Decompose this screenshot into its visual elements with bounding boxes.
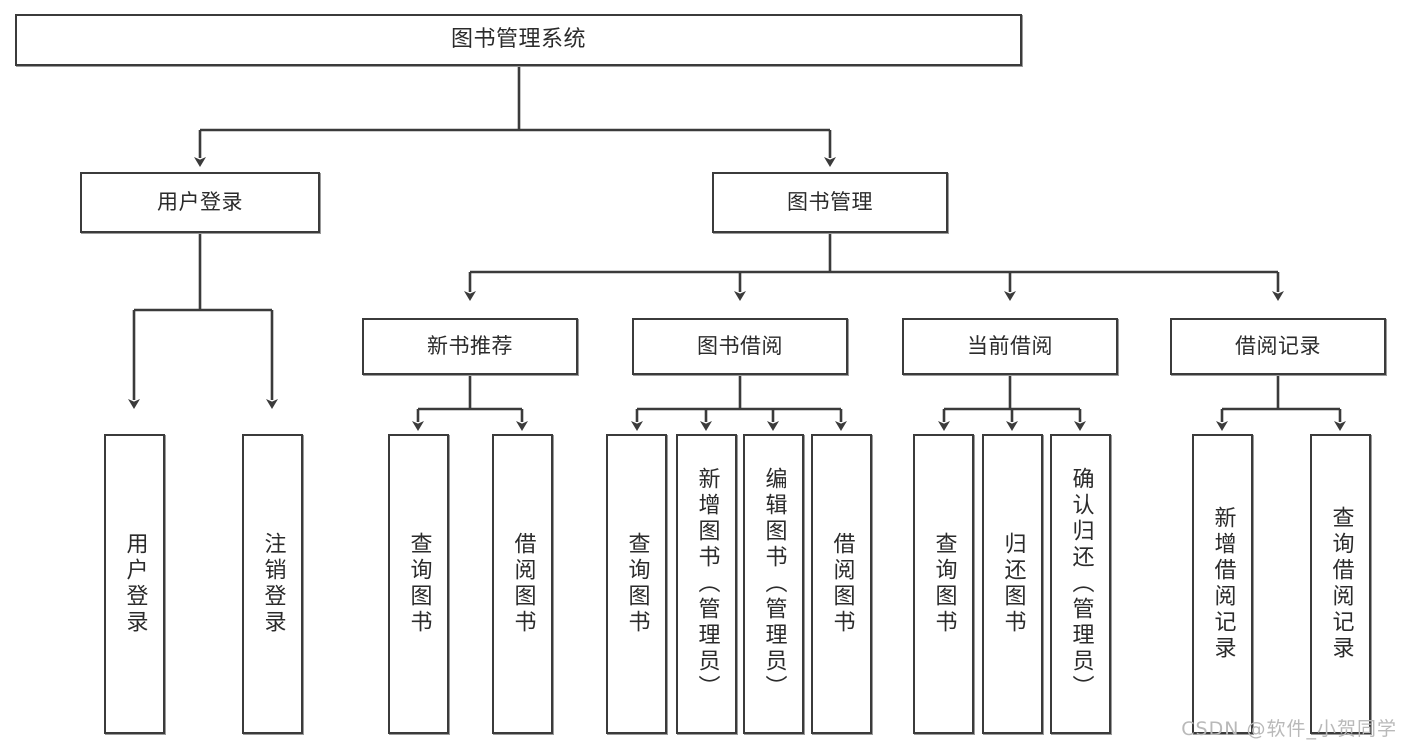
watermark: CSDN @软件_小贺同学 — [1181, 718, 1397, 740]
node-label: 查询借阅记录 — [1328, 506, 1354, 662]
leaf-add-borrow-record[interactable]: 新增借阅记录 — [1192, 434, 1253, 734]
node-label: 借阅记录 — [1235, 334, 1321, 359]
leaf-return-book[interactable]: 归还图书 — [982, 434, 1043, 734]
node-label: 图书借阅 — [697, 334, 783, 359]
node-label: 当前借阅 — [967, 334, 1053, 359]
node-book-borrow[interactable]: 图书借阅 — [632, 318, 848, 375]
node-label: 用户登录 — [122, 532, 148, 636]
leaf-edit-book-admin[interactable]: 编辑图书（管理员） — [743, 434, 804, 734]
node-user-login[interactable]: 用户登录 — [80, 172, 320, 233]
node-new-book-recommend[interactable]: 新书推荐 — [362, 318, 578, 375]
leaf-query-borrow-record[interactable]: 查询借阅记录 — [1310, 434, 1371, 734]
node-borrow-record[interactable]: 借阅记录 — [1170, 318, 1386, 375]
leaf-query-book-recommend[interactable]: 查询图书 — [388, 434, 449, 734]
node-label: 编辑图书（管理员） — [761, 467, 787, 701]
node-label: 新书推荐 — [427, 334, 513, 359]
node-label: 注销登录 — [260, 532, 286, 636]
leaf-add-book-admin[interactable]: 新增图书（管理员） — [676, 434, 737, 734]
node-label: 新增图书（管理员） — [694, 467, 720, 701]
node-label: 新增借阅记录 — [1210, 506, 1236, 662]
node-book-management[interactable]: 图书管理 — [712, 172, 948, 233]
node-label: 归还图书 — [1000, 532, 1026, 636]
leaf-user-logout[interactable]: 注销登录 — [242, 434, 303, 734]
node-label: 借阅图书 — [510, 532, 536, 636]
node-label: 查询图书 — [406, 532, 432, 636]
node-label: 查询图书 — [624, 532, 650, 636]
node-label: 图书管理系统 — [450, 27, 586, 53]
node-label: 查询图书 — [931, 532, 957, 636]
leaf-confirm-return-admin[interactable]: 确认归还（管理员） — [1050, 434, 1111, 734]
node-root-book-management-system[interactable]: 图书管理系统 — [15, 14, 1022, 66]
node-label: 借阅图书 — [829, 532, 855, 636]
node-label: 用户登录 — [157, 190, 243, 215]
leaf-query-book-current[interactable]: 查询图书 — [913, 434, 974, 734]
leaf-borrow-book-recommend[interactable]: 借阅图书 — [492, 434, 553, 734]
node-label: 确认归还（管理员） — [1068, 467, 1094, 701]
leaf-user-login[interactable]: 用户登录 — [104, 434, 165, 734]
leaf-borrow-book[interactable]: 借阅图书 — [811, 434, 872, 734]
leaf-query-book-borrow[interactable]: 查询图书 — [606, 434, 667, 734]
node-label: 图书管理 — [787, 190, 873, 215]
node-current-borrow[interactable]: 当前借阅 — [902, 318, 1118, 375]
